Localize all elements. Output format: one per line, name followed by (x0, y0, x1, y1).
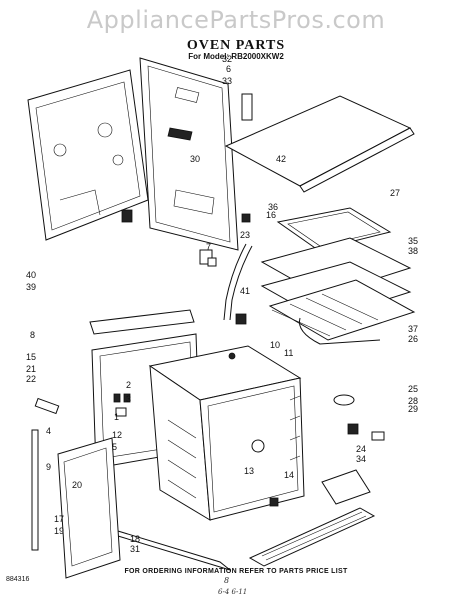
model-subtitle: For Model: RB2000XKW2 (188, 52, 284, 61)
side-panel-20 (57, 437, 121, 579)
callout-15: 15 (26, 352, 36, 362)
oven-racks (260, 207, 416, 345)
callout-27: 27 (390, 188, 400, 198)
callout-17: 17 (54, 514, 64, 524)
floor-24 (321, 469, 371, 505)
callout-39: 39 (26, 282, 36, 292)
drawing-code: 884316 (6, 576, 30, 583)
callout-7: 7 (206, 242, 211, 252)
callout-24: 24 (356, 444, 366, 454)
callout-28: 28 (408, 396, 418, 406)
callout-25: 25 (408, 384, 418, 394)
callout-36: 36 (268, 202, 278, 212)
part-28 (347, 423, 359, 435)
callout-31: 31 (130, 544, 140, 554)
callout-14: 14 (284, 470, 294, 480)
callout-30: 30 (190, 154, 200, 164)
callout-12: 12 (112, 430, 122, 440)
callout-22: 22 (26, 374, 36, 384)
callout-26: 26 (408, 334, 418, 344)
callout-8: 8 (30, 330, 35, 340)
page-mark: 8 (224, 576, 230, 585)
callout-41: 41 (240, 286, 250, 296)
sensor-41 (235, 313, 247, 325)
callout-1: 1 (114, 412, 119, 422)
callout-11: 11 (284, 348, 293, 358)
hinge-9 (31, 429, 39, 551)
part-22 (34, 397, 60, 415)
callout-37: 37 (408, 324, 418, 334)
page-title: OVEN PARTS (186, 38, 286, 53)
callout-18: 18 (130, 534, 140, 544)
callout-5: 5 (112, 442, 117, 452)
watermark: AppliancePartsPros.com (86, 6, 386, 34)
callout-32: 32 (222, 54, 232, 64)
callout-16: 16 (266, 210, 276, 220)
part-25 (333, 394, 355, 406)
callout-20: 20 (72, 480, 82, 490)
callout-6: 6 (226, 64, 231, 74)
callout-21: 21 (26, 364, 36, 374)
ordering-footer: FOR ORDERING INFORMATION REFER TO PARTS … (124, 568, 348, 575)
callout-38: 38 (408, 246, 418, 256)
callout-34: 34 (356, 454, 366, 464)
vent-34 (248, 507, 376, 567)
part-14 (269, 497, 279, 507)
rear-insulation-panel (27, 69, 149, 241)
callout-23: 23 (240, 230, 250, 240)
bracket-33 (241, 93, 253, 121)
tube-23 (223, 243, 247, 321)
callout-42: 42 (276, 154, 286, 164)
callout-40: 40 (26, 270, 36, 280)
callout-33: 33 (222, 76, 232, 86)
callout-9: 9 (46, 462, 51, 472)
screw-16 (241, 213, 251, 223)
callout-19: 19 (54, 526, 64, 536)
callout-35: 35 (408, 236, 418, 246)
part-1 (115, 407, 127, 417)
part-2 (113, 393, 121, 403)
callout-29: 29 (408, 404, 418, 414)
part-29 (371, 431, 385, 441)
callout-3: 3 (126, 394, 131, 404)
lower-frame-18 (107, 527, 231, 571)
oven-cavity (148, 345, 305, 521)
callout-10: 10 (270, 340, 280, 350)
callout-2: 2 (126, 380, 131, 390)
callout-4: 4 (46, 426, 51, 436)
callout-13: 13 (244, 466, 254, 476)
handwritten-note: 6-4 6-11 (218, 588, 248, 596)
oven-top-panel (224, 95, 415, 193)
oven-back-panel (121, 57, 239, 251)
part-3 (123, 393, 131, 403)
